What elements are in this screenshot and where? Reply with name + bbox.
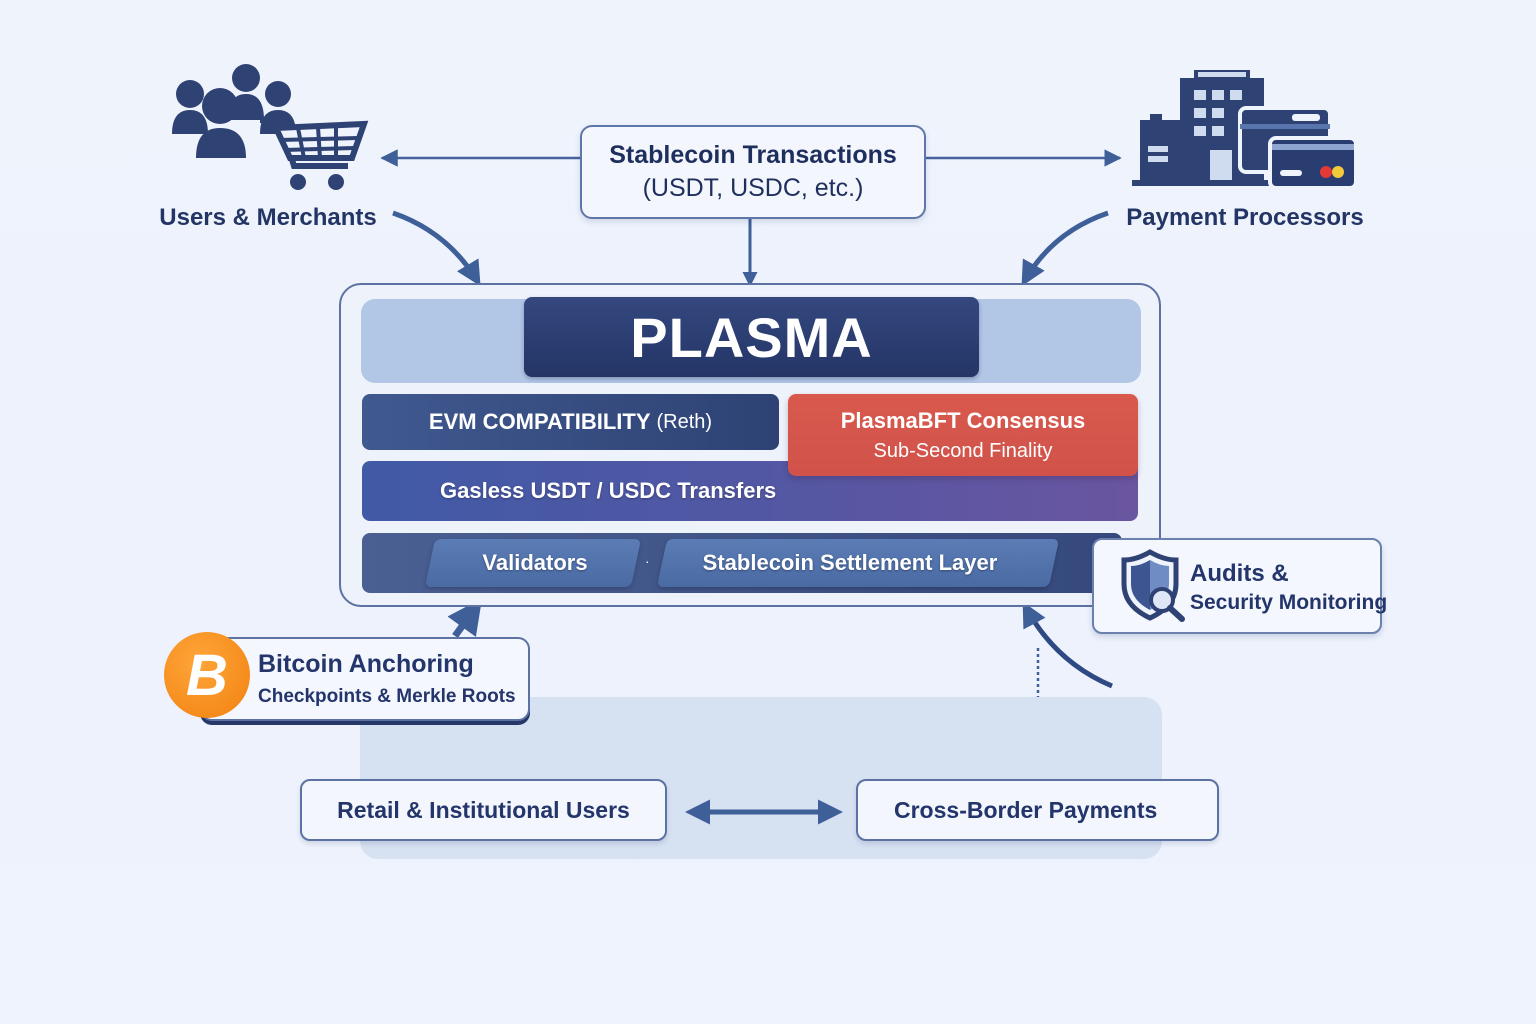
cross-border-payments-box: Cross-Border Payments xyxy=(856,779,1219,841)
plasma-title: PLASMA xyxy=(524,297,979,377)
audits-label-line2: Security Monitoring xyxy=(1190,591,1388,614)
building-cards-icon xyxy=(1132,70,1354,188)
arrow-users-to-plasma xyxy=(392,210,481,287)
shield-magnifier-icon xyxy=(1121,549,1185,622)
stablecoin-transactions-title: Stablecoin Transactions xyxy=(609,141,897,169)
audits-label-line1: Audits & xyxy=(1190,560,1289,587)
cross-border-label: Cross-Border Payments xyxy=(894,796,1158,823)
bitcoin-anchoring-box xyxy=(200,637,530,721)
bitcoin-anchoring-subtitle: Checkpoints & Merkle Roots xyxy=(258,686,516,707)
retail-institutional-users-box: Retail & Institutional Users xyxy=(300,779,667,841)
stablecoin-transactions-box: Stablecoin Transactions (USDT, USDC, etc… xyxy=(580,125,926,219)
bitcoin-icon: B xyxy=(164,632,250,718)
bitcoin-anchoring-title: Bitcoin Anchoring xyxy=(258,650,474,678)
separator-dot: · xyxy=(645,553,650,569)
evm-compatibility-layer: EVM COMPATIBILITY (Reth) xyxy=(362,394,779,450)
payment-processors-label: Payment Processors xyxy=(1126,204,1364,231)
arrow-processors-to-plasma xyxy=(1021,210,1109,287)
consensus-subtitle: Sub-Second Finality xyxy=(873,439,1053,462)
stablecoin-transactions-subtitle: (USDT, USDC, etc.) xyxy=(642,174,864,202)
plasmabft-consensus-layer: PlasmaBFT Consensus Sub-Second Finality xyxy=(788,394,1138,476)
evm-label: EVM COMPATIBILITY xyxy=(428,409,651,434)
evm-detail: (Reth) xyxy=(656,410,713,433)
arrow-bitcoin-to-plasma xyxy=(447,598,483,639)
settlement-label: Stablecoin Settlement Layer xyxy=(702,550,998,575)
users-cart-icon xyxy=(172,64,369,190)
users-merchants-label: Users & Merchants xyxy=(159,204,377,231)
retail-label: Retail & Institutional Users xyxy=(337,796,630,823)
consensus-title: PlasmaBFT Consensus xyxy=(840,407,1086,433)
validators-label: Validators xyxy=(482,550,588,575)
gasless-transfers-label: Gasless USDT / USDC Transfers xyxy=(440,478,777,503)
